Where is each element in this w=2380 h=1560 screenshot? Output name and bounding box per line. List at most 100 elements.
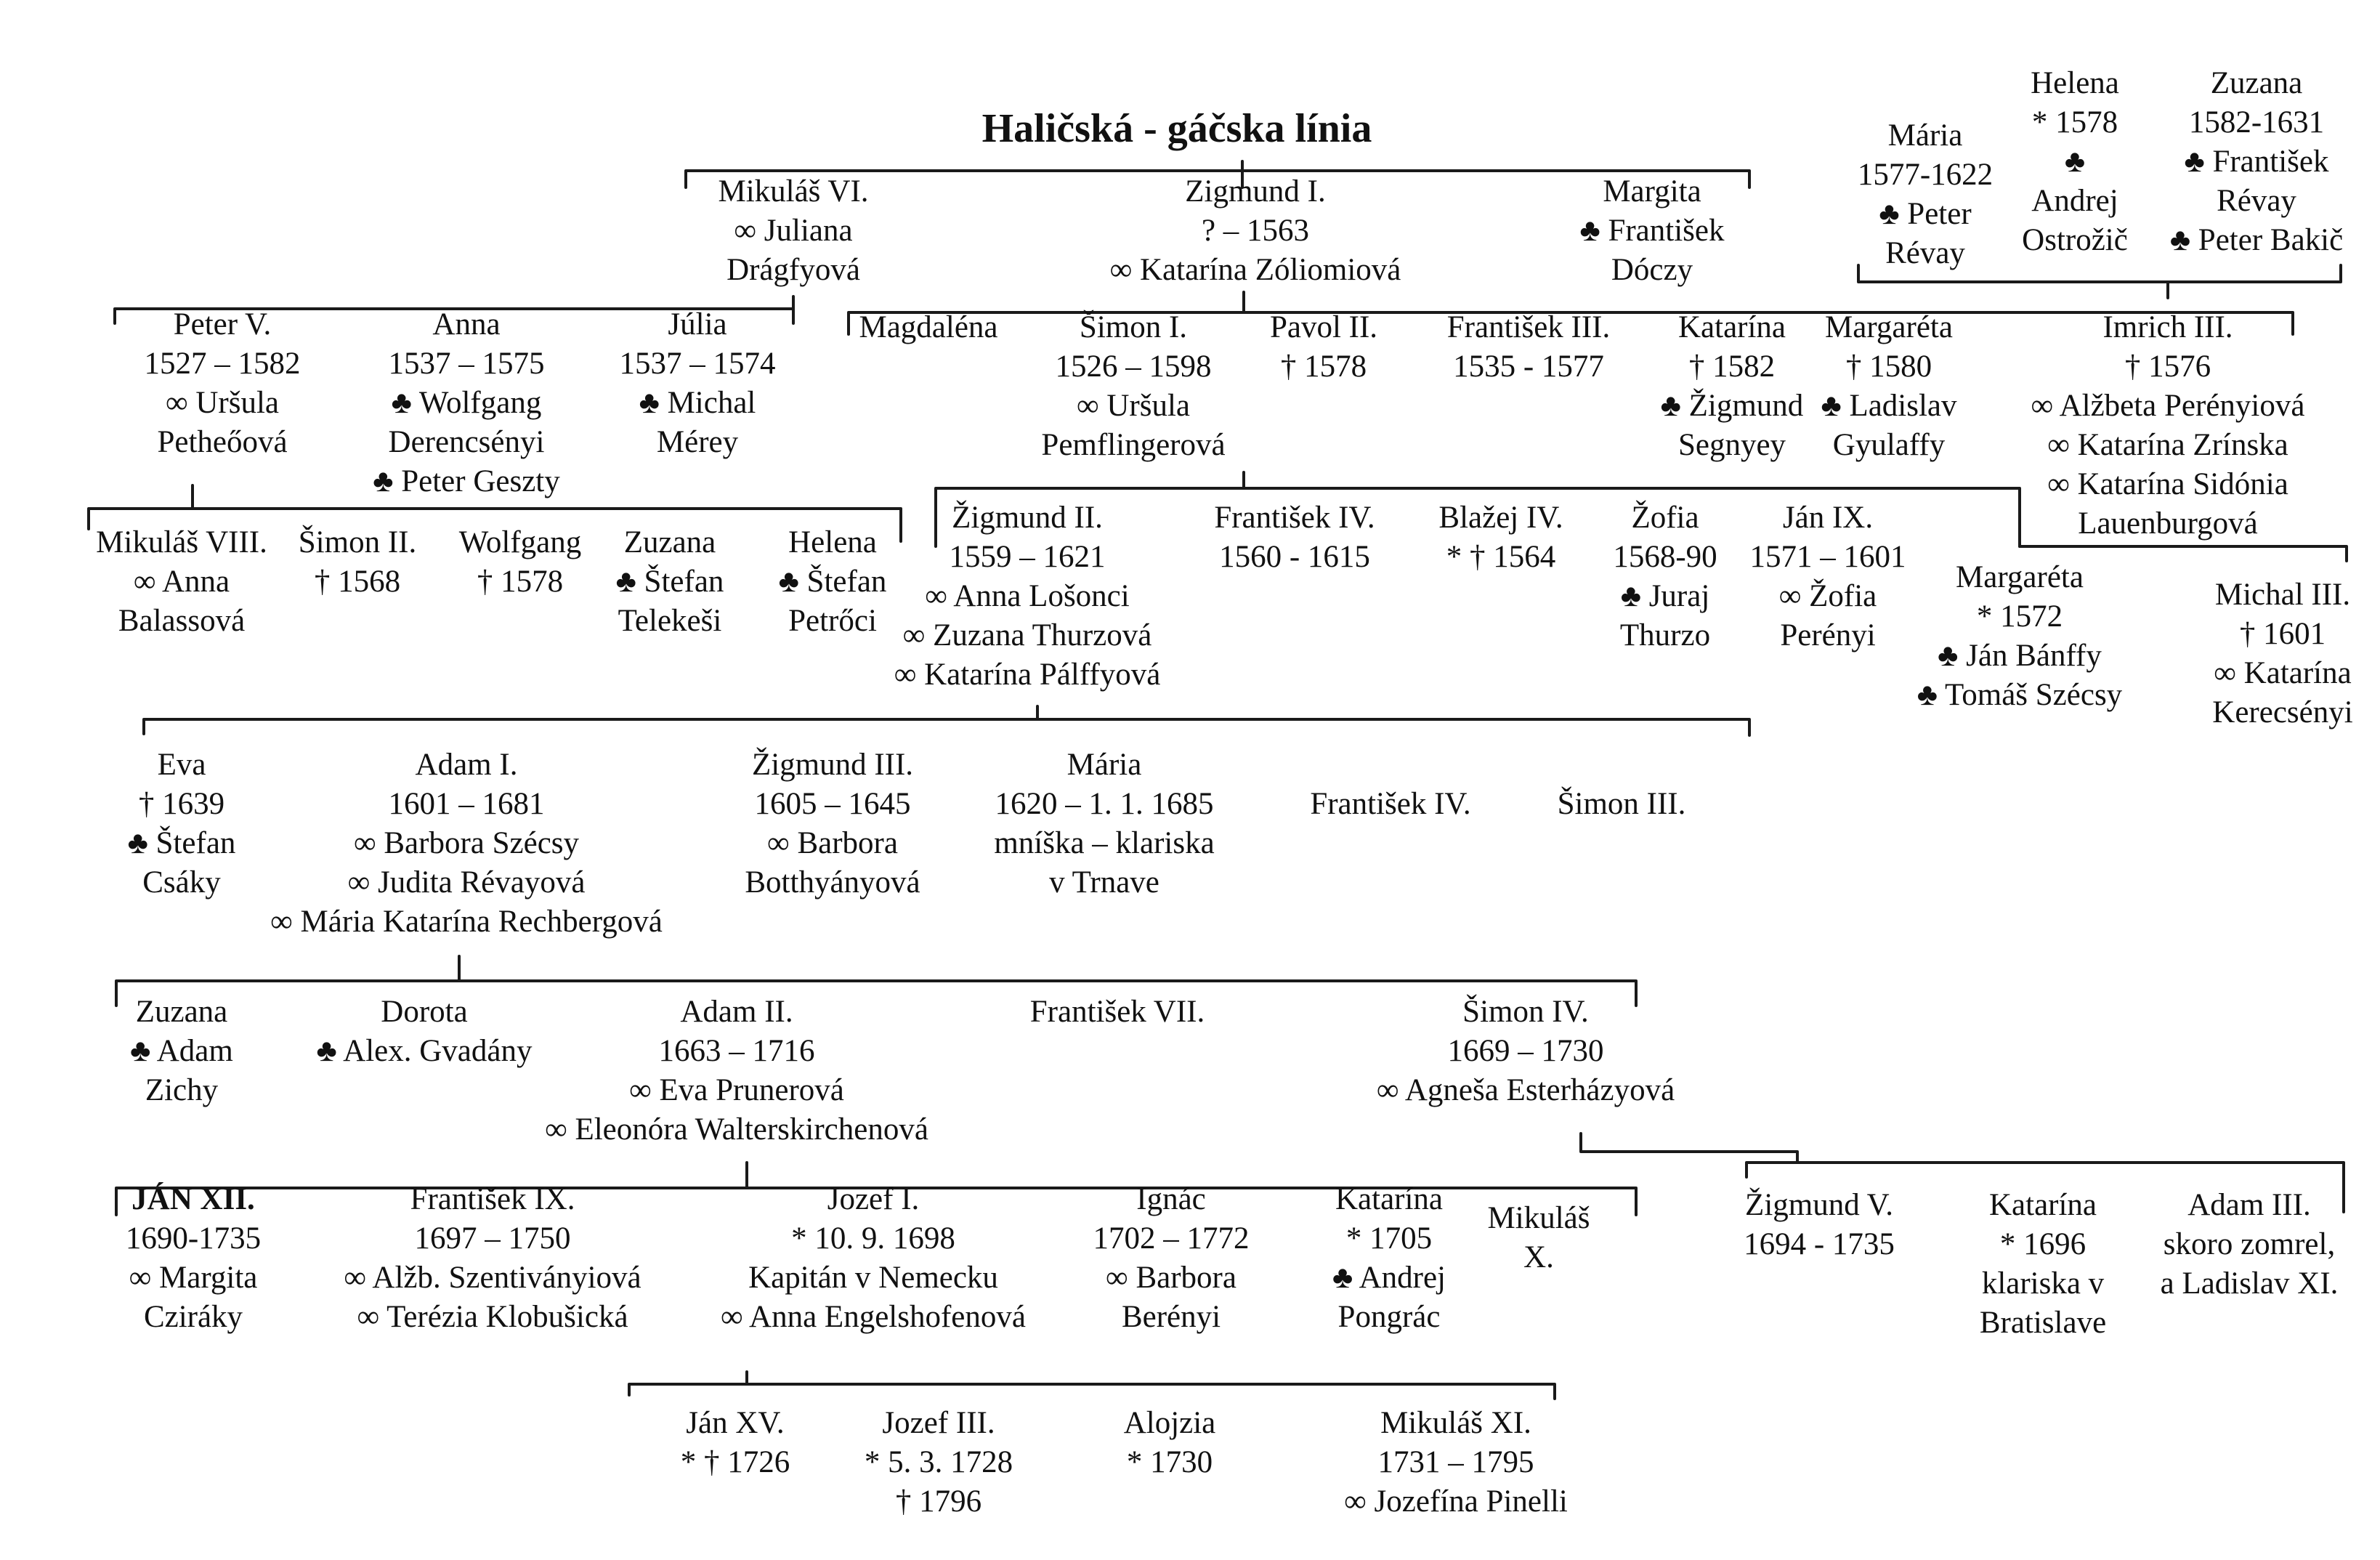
person-name: František IV. bbox=[1214, 501, 1375, 535]
person-name: Helena bbox=[2031, 66, 2119, 100]
person-name: Jozef I. bbox=[827, 1182, 920, 1216]
person-detail: ♣ Andrej bbox=[1332, 1261, 1446, 1295]
person-name: Jozef III. bbox=[882, 1406, 995, 1440]
person-detail: * † 1726 bbox=[680, 1445, 790, 1479]
person-detail: 1690-1735 bbox=[125, 1221, 262, 1256]
person-detail: 1620 – 1. 1. 1685 bbox=[995, 787, 1214, 821]
person-detail: † 1639 bbox=[138, 787, 225, 821]
person-name: Zigmund I. bbox=[1185, 174, 1326, 209]
person-name: Žigmund III. bbox=[751, 748, 914, 782]
person-detail: ♣ Wolfgang bbox=[391, 386, 542, 420]
person-detail: Ostrožič bbox=[2022, 223, 2128, 257]
person-detail: v Trnave bbox=[1049, 865, 1159, 900]
person-adam-i: Adam I.1601 – 1681∞ Barbora Szécsy∞ Judi… bbox=[234, 745, 699, 942]
person-detail: ∞ Uršula bbox=[165, 386, 280, 420]
person-name: Pavol II. bbox=[1269, 310, 1378, 344]
person-detail: mníška – klariska bbox=[994, 826, 1215, 860]
person-simon-iii: Šimon III. bbox=[1389, 785, 1854, 824]
person-detail: * 10. 9. 1698 bbox=[791, 1221, 955, 1256]
person-detail: Berényi bbox=[1121, 1300, 1221, 1334]
person-detail: ♣ Peter Bakič bbox=[2169, 223, 2344, 257]
person-detail: ∞ Alžbeta Perényiová bbox=[2031, 389, 2305, 423]
bracket-peter-v-children bbox=[87, 484, 902, 543]
person-detail: * 5. 3. 1728 bbox=[864, 1445, 1013, 1479]
person-detail: Lauenburgová bbox=[2078, 506, 2258, 541]
person-name: Zuzana bbox=[135, 995, 228, 1029]
person-name: Šimon I. bbox=[1079, 310, 1188, 344]
person-detail: * 1705 bbox=[1345, 1221, 1433, 1256]
bracket-mikulas-vi-children bbox=[113, 295, 795, 325]
bracket-top-right-sisters bbox=[1857, 264, 2342, 299]
person-detail: ∞ Alžb. Szentiványiová bbox=[344, 1261, 641, 1295]
person-detail: ♣ bbox=[2064, 145, 2086, 179]
person-detail: 1577-1622 bbox=[1857, 158, 1994, 192]
person-detail: ∞ Katarína Pálffyová bbox=[894, 658, 1161, 692]
person-detail: 1731 – 1795 bbox=[1377, 1445, 1534, 1479]
person-detail: Bratislave bbox=[1979, 1306, 2107, 1340]
person-zigmund-v: Žigmund V.1694 - 1735 bbox=[1587, 1186, 2052, 1264]
person-detail: Segnyey bbox=[1677, 428, 1786, 462]
person-name: Adam III. bbox=[2187, 1188, 2311, 1222]
person-detail: ♣ Michal bbox=[639, 386, 756, 420]
person-name: Imrich III. bbox=[2102, 310, 2233, 344]
person-name: Adam II. bbox=[680, 995, 793, 1029]
person-detail: Csáky bbox=[142, 865, 221, 900]
person-name: Šimon III. bbox=[1557, 787, 1686, 821]
bracket-adam-i-children bbox=[115, 955, 1638, 1007]
person-detail: ♣ Štefan bbox=[615, 565, 724, 599]
person-detail: ∞ Barbora bbox=[767, 826, 898, 860]
person-name: Adam I. bbox=[415, 748, 518, 782]
person-detail: Telekeši bbox=[618, 604, 722, 638]
person-name: Anna bbox=[432, 307, 501, 341]
person-detail: * 1572 bbox=[1976, 599, 2063, 634]
person-detail: Révay bbox=[1885, 236, 1965, 270]
person-detail: † 1576 bbox=[2124, 349, 2211, 384]
person-name: Mikuláš bbox=[1487, 1201, 1590, 1235]
person-detail: ∞ Anna Engelshofenová bbox=[721, 1300, 1026, 1334]
person-detail: Kerecsényi bbox=[2212, 695, 2353, 730]
person-name: Alojzia bbox=[1123, 1406, 1216, 1440]
person-detail: * † 1564 bbox=[1446, 540, 1556, 574]
person-name: Žofia bbox=[1631, 501, 1699, 535]
person-frantisek-vii: František VII. bbox=[885, 993, 1350, 1032]
person-detail: 1582-1631 bbox=[2188, 105, 2325, 140]
person-detail: † 1578 bbox=[1280, 349, 1367, 384]
person-detail: Botthyányová bbox=[745, 865, 920, 900]
person-blazej-iv: Blažej IV.* † 1564 bbox=[1268, 498, 1733, 577]
person-detail: † 1568 bbox=[314, 565, 401, 599]
person-name: Katarína bbox=[1335, 1182, 1444, 1216]
person-detail: ∞ Margita bbox=[129, 1261, 258, 1295]
person-detail: 1697 – 1750 bbox=[414, 1221, 571, 1256]
person-jozef-iii: Jozef III.* 5. 3. 1728† 1796 bbox=[706, 1404, 1171, 1521]
person-simon-ii: Šimon II.† 1568 bbox=[125, 523, 590, 602]
bracket-simon-i-children bbox=[934, 471, 2021, 548]
person-name: Šimon IV. bbox=[1462, 995, 1589, 1029]
person-pavol-ii: Pavol II. † 1578 bbox=[1091, 308, 1556, 387]
person-detail: Thurzo bbox=[1619, 618, 1711, 652]
bracket-adam-ii-children bbox=[115, 1161, 1638, 1216]
person-detail: † 1580 bbox=[1845, 349, 1932, 384]
person-name: Mikuláš XI. bbox=[1380, 1406, 1531, 1440]
person-detail: ♣ František bbox=[1579, 214, 1725, 248]
person-detail: ∞ Uršula bbox=[1076, 389, 1191, 423]
person-detail: ? – 1563 bbox=[1201, 214, 1310, 248]
person-name: Magdaléna bbox=[859, 310, 998, 344]
person-name: Margaréta bbox=[1825, 310, 1953, 344]
person-detail: ♣ Ján Bánffy bbox=[1938, 639, 2102, 673]
person-zigmund-ii: Žigmund II.1559 – 1621∞ Anna Lošonci∞ Zu… bbox=[795, 498, 1260, 695]
person-detail: ∞ Agneša Esterházyová bbox=[1376, 1073, 1675, 1107]
bracket-frantisek-ix-children bbox=[628, 1370, 1556, 1400]
person-name: Mikuláš VI. bbox=[718, 174, 869, 209]
